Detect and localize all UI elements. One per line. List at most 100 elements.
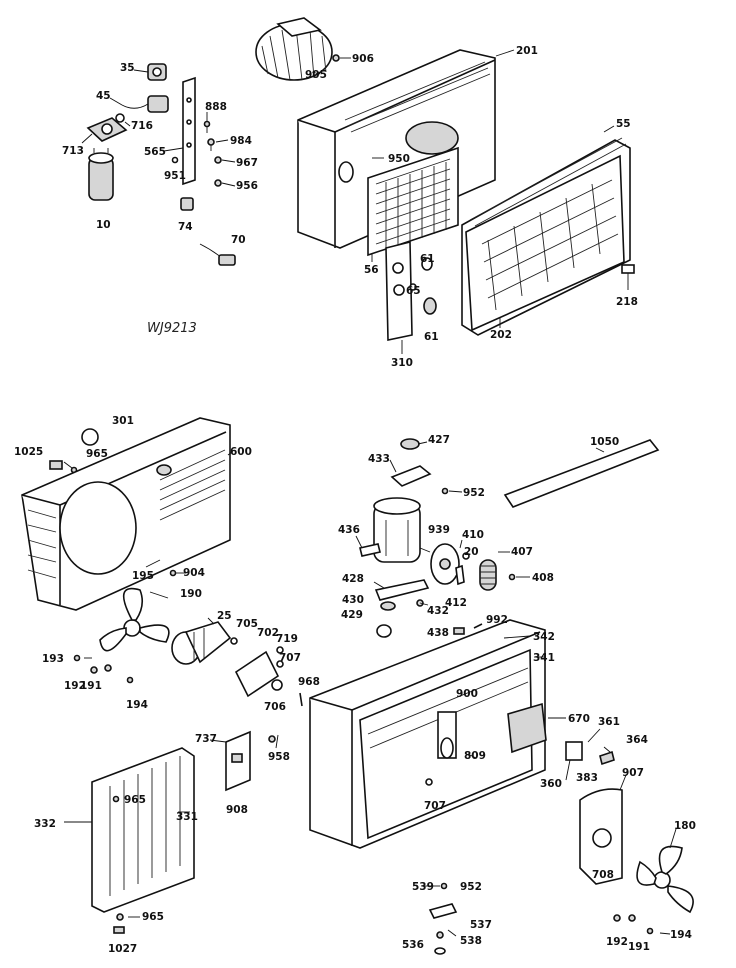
part-202-front-grille	[465, 154, 625, 332]
part-907-motor-mount-plate	[579, 788, 623, 885]
part-906-clip	[332, 54, 340, 62]
label-436: 436	[338, 524, 360, 536]
label-432: 432	[427, 605, 449, 617]
label-25: 25	[217, 610, 232, 622]
label-61a: 61	[420, 253, 435, 265]
label-191b: 191	[628, 941, 650, 953]
part-438-clip	[453, 627, 465, 635]
label-539: 539	[412, 881, 434, 893]
part-193-screw	[73, 654, 81, 662]
label-45: 45	[96, 90, 111, 102]
part-407-coil-heater	[479, 559, 497, 591]
label-35: 35	[120, 62, 135, 74]
label-888: 888	[205, 101, 227, 113]
label-536: 536	[402, 939, 424, 951]
label-965c: 965	[142, 911, 164, 923]
label-707b: 707	[424, 800, 446, 812]
label-952a: 952	[463, 487, 485, 499]
part-670-fan-orifice	[507, 702, 547, 754]
part-364-clip	[599, 750, 615, 766]
label-438: 438	[427, 627, 449, 639]
part-labels: 35 45 716 713 10 565 951 888 984 967 956…	[14, 45, 696, 955]
part-600-shroud-assembly	[21, 417, 231, 611]
label-361: 361	[598, 716, 620, 728]
part-965-screw-b	[112, 795, 120, 803]
part-904-screw	[169, 569, 177, 577]
label-408: 408	[532, 572, 554, 584]
label-412: 412	[445, 597, 467, 609]
label-191a: 191	[80, 680, 102, 692]
label-383: 383	[576, 772, 598, 784]
label-906: 906	[352, 53, 374, 65]
part-1025-clip	[49, 460, 63, 470]
label-907: 907	[622, 767, 644, 779]
label-713: 713	[62, 145, 84, 157]
part-702-motor-mount	[234, 650, 280, 698]
part-952-screw-b	[440, 882, 448, 890]
label-360: 360	[540, 778, 562, 790]
label-537: 537	[470, 919, 492, 931]
label-707a: 707	[279, 652, 301, 664]
part-908-mounting-plate	[225, 730, 251, 792]
part-706-bearing	[271, 679, 283, 691]
label-958: 958	[268, 751, 290, 763]
part-427-grommet	[400, 438, 420, 450]
part-192-spacer-b	[613, 914, 621, 922]
side-panel-group	[91, 747, 195, 934]
label-190: 190	[180, 588, 202, 600]
label-410: 410	[462, 529, 484, 541]
part-180-fan-blade	[636, 845, 694, 914]
part-984-screw	[207, 138, 215, 151]
part-428-base-plate	[374, 579, 430, 601]
part-360-motor-bracket	[565, 741, 583, 761]
part-809-grommet	[440, 737, 454, 759]
label-180: 180	[674, 820, 696, 832]
part-888-screw	[203, 120, 211, 133]
part-707-clip-b	[425, 778, 433, 786]
label-429: 429	[341, 609, 363, 621]
label-193: 193	[42, 653, 64, 665]
label-719: 719	[276, 633, 298, 645]
part-65-spring-clip	[409, 283, 417, 291]
label-428: 428	[342, 573, 364, 585]
part-967-screw	[214, 156, 222, 164]
leader-lines	[63, 49, 677, 937]
label-708: 708	[592, 869, 614, 881]
label-301: 301	[112, 415, 134, 427]
label-1050: 1050	[590, 436, 619, 448]
part-70-power-cord	[199, 243, 236, 266]
label-427: 427	[428, 434, 450, 446]
label-430: 430	[342, 594, 364, 606]
label-1025: 1025	[14, 446, 43, 458]
part-707-clip	[276, 660, 284, 668]
label-904: 904	[183, 567, 205, 579]
part-705-washer	[230, 637, 238, 645]
label-965a: 965	[86, 448, 108, 460]
part-716-nut	[115, 113, 125, 123]
fan-shroud-group	[21, 417, 303, 792]
part-10-capacitor	[88, 148, 114, 201]
part-192-spacer	[90, 666, 98, 674]
part-939-compressor	[373, 497, 421, 563]
label-194b: 194	[670, 929, 692, 941]
part-45-thermostat	[121, 95, 169, 113]
label-956: 956	[236, 180, 258, 192]
part-713-bracket	[86, 117, 128, 142]
part-433-cover	[390, 465, 432, 487]
label-965b: 965	[124, 794, 146, 806]
label-950: 950	[388, 153, 410, 165]
part-408-screw	[508, 573, 516, 581]
label-20: 20	[464, 546, 479, 558]
label-407: 407	[511, 546, 533, 558]
label-70: 70	[231, 234, 246, 246]
label-900: 900	[456, 688, 478, 700]
label-342: 342	[533, 631, 555, 643]
label-716: 716	[131, 120, 153, 132]
label-706: 706	[264, 701, 286, 713]
label-967: 967	[236, 157, 258, 169]
part-35-control-switch	[147, 63, 167, 81]
part-536-grommet	[434, 947, 446, 955]
part-905-blower-wheel	[255, 17, 333, 81]
label-56: 56	[364, 264, 379, 276]
part-194-screw	[126, 676, 134, 684]
